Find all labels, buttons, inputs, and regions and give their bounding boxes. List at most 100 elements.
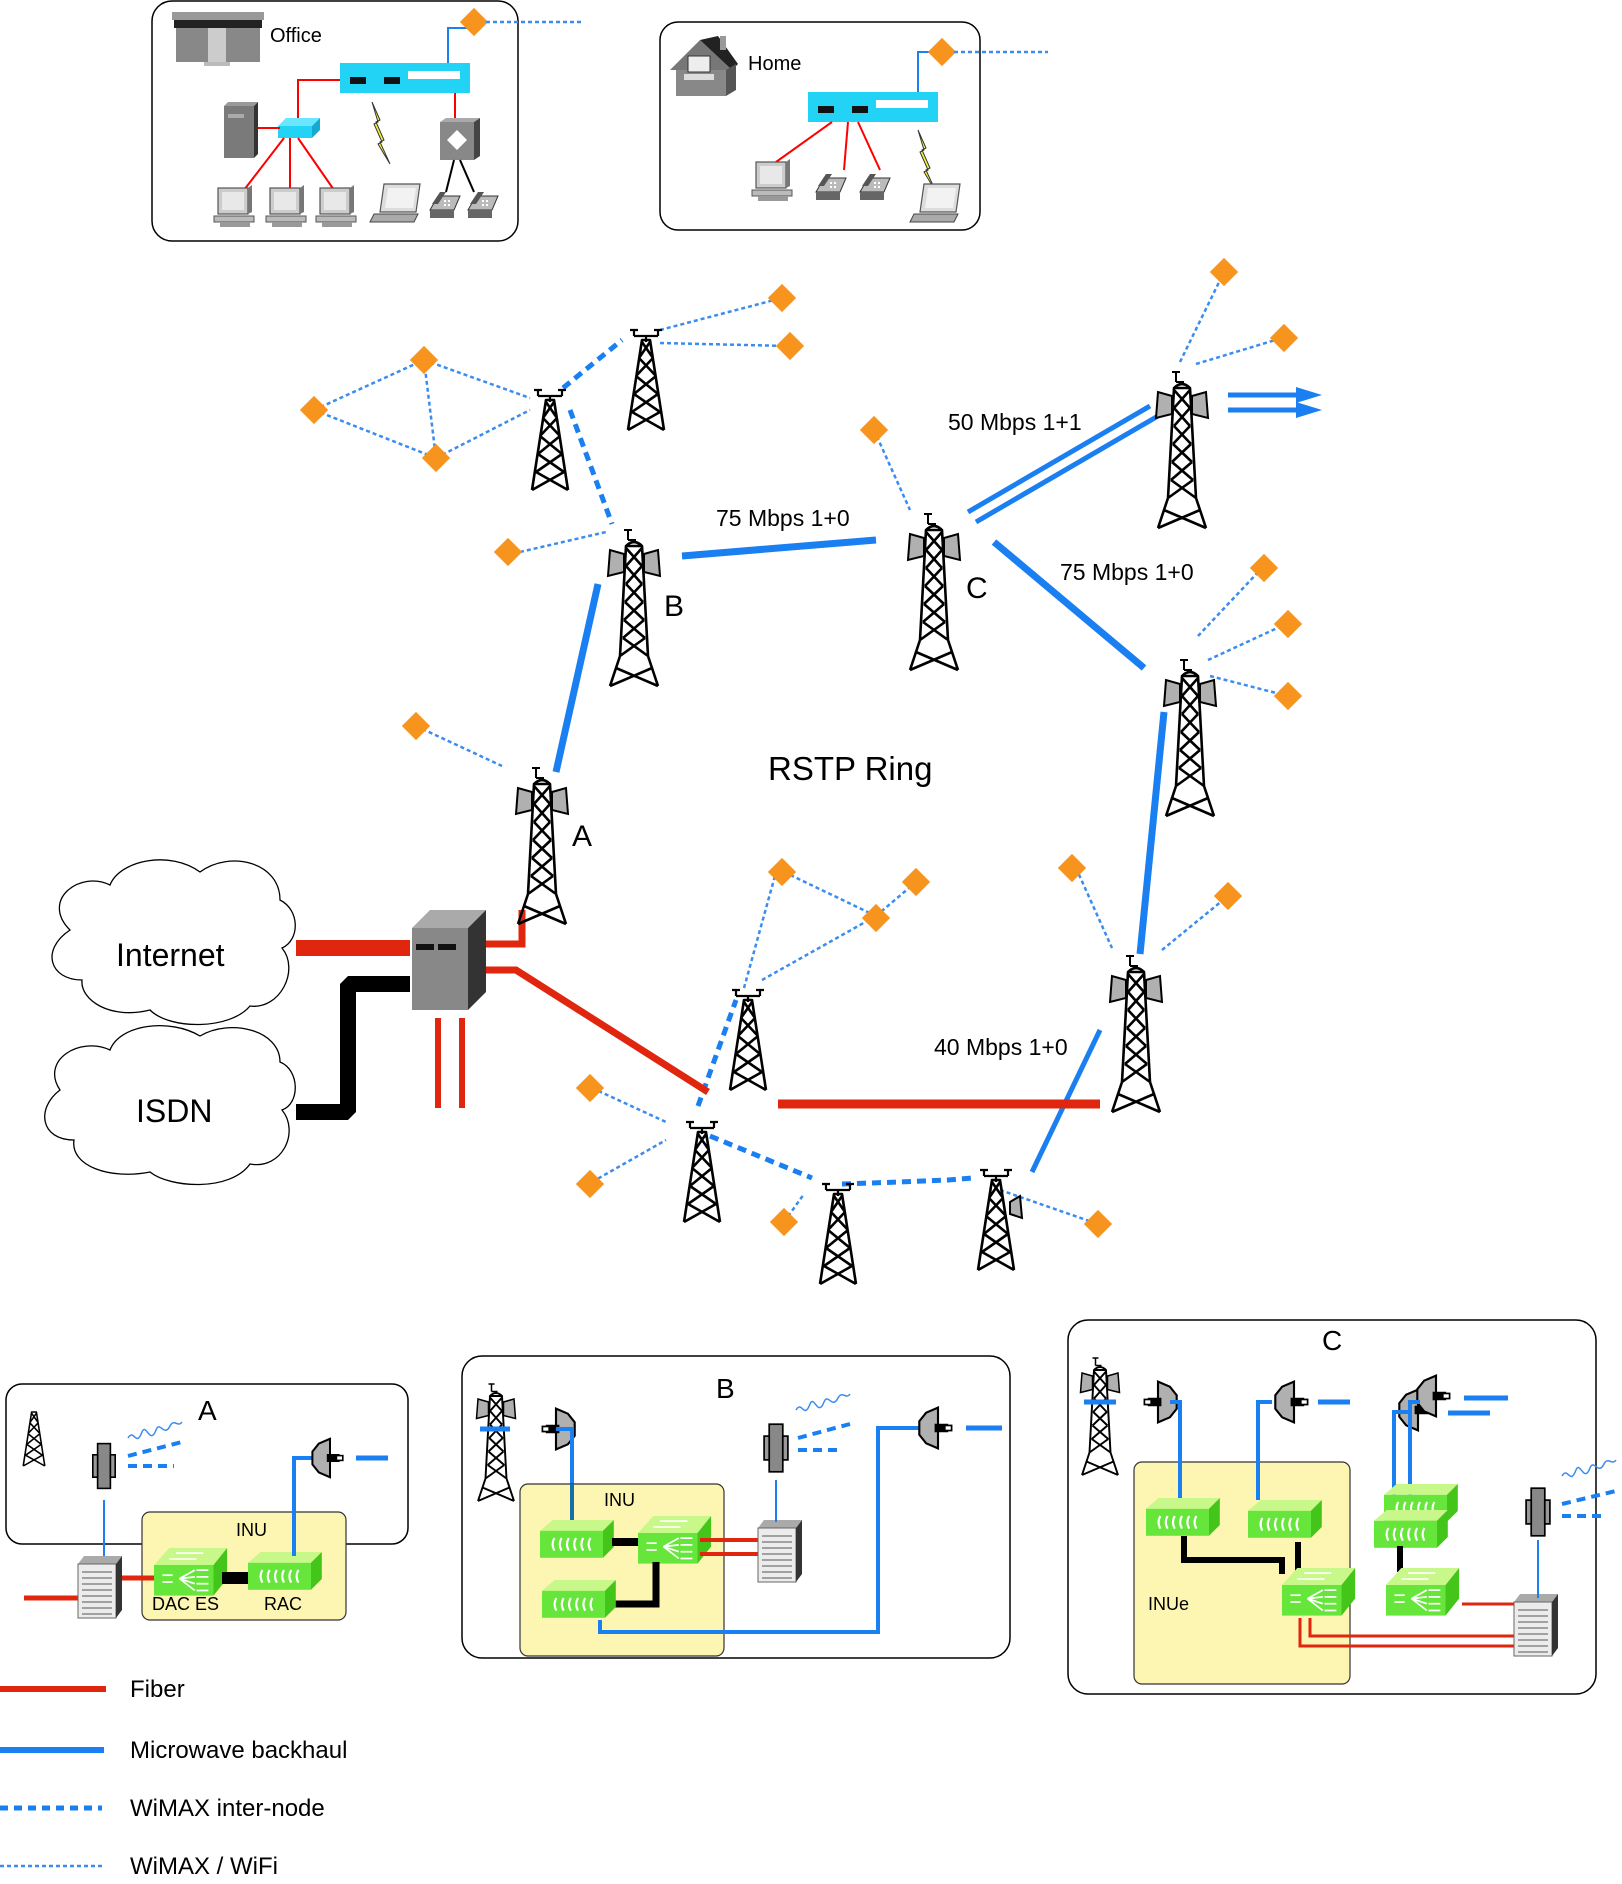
legend-item-wifi: WiMAX / WiFi [0, 1853, 278, 1880]
building-icon [172, 12, 264, 66]
link-c-east-label: 75 Mbps 1+0 [1060, 559, 1194, 585]
tower-c-icon [906, 512, 962, 672]
radio-unit-icon [540, 1578, 617, 1619]
cpe-icon [421, 443, 451, 473]
home-label: Home [748, 53, 801, 75]
cpe-icon [575, 1169, 605, 1199]
legend-label: WiMAX inter-node [130, 1795, 325, 1822]
tower-b-icon [606, 528, 662, 688]
panel-a-rac-label: RAC [264, 1594, 302, 1614]
cpe-icon [767, 857, 797, 887]
link-c-north-1 [966, 403, 1152, 515]
office-pc-icon [265, 184, 307, 228]
home-frame [659, 21, 981, 231]
radio-unit-icon [1144, 1496, 1221, 1537]
radio-unit-icon [1246, 1498, 1323, 1539]
panel-a-inu-label: INU [236, 1520, 267, 1540]
towers [514, 328, 1218, 1286]
tower-a-icon [514, 766, 570, 926]
server-icon [1513, 1593, 1559, 1657]
home-pc-icon [751, 158, 793, 202]
isdn-label: ISDN [136, 1093, 212, 1129]
legend-label: Fiber [130, 1676, 185, 1703]
tower-icon [530, 388, 570, 492]
switch-icon [1281, 1567, 1356, 1617]
server-icon [757, 1519, 803, 1583]
home-router-icon [808, 92, 938, 122]
panel-a-title: A [198, 1395, 217, 1426]
office-uplink [447, 27, 470, 63]
detail-panel-a: A INU DAC ES RAC [5, 1383, 409, 1621]
cpe-icon [409, 345, 439, 375]
cpe-icon [1273, 681, 1303, 711]
legend-label: Microwave backhaul [130, 1737, 347, 1764]
panel-c-inu-label: INUe [1148, 1594, 1189, 1614]
office-label: Office [270, 25, 322, 47]
dac-es-switch-icon [153, 1547, 228, 1597]
core-router-icon [412, 910, 486, 1010]
cpe-icon [1057, 853, 1087, 883]
tower-icon [626, 328, 666, 432]
cpe-icon [1209, 257, 1239, 287]
tower-icon [976, 1168, 1024, 1272]
legend: Fiber Microwave backhaul WiMAX inter-nod… [0, 1676, 347, 1880]
node-a-label: A [572, 820, 592, 853]
node-c-label: C [966, 572, 988, 605]
link-c-north-2 [974, 413, 1160, 525]
cpe-icon [1273, 609, 1303, 639]
cpe-icon [775, 331, 805, 361]
legend-label: WiMAX / WiFi [130, 1853, 278, 1880]
detail-panel-c: C INUe [1067, 1319, 1621, 1695]
link-a-b [552, 583, 602, 773]
radio-unit-icon [1372, 1508, 1449, 1549]
outbound-arrows [1228, 387, 1322, 418]
switch-icon [1385, 1567, 1460, 1617]
cpe-icon [769, 1207, 799, 1237]
tower-icon [818, 1182, 858, 1286]
microwave-links [552, 387, 1322, 1174]
isdn-cloud: ISDN [44, 1025, 296, 1186]
cpe-icon [861, 903, 891, 933]
legend-item-fiber: Fiber [0, 1676, 185, 1703]
panel-b-inu-label: INU [604, 1490, 635, 1510]
cpe-icon [493, 537, 523, 567]
panel-c-title: C [1322, 1325, 1342, 1356]
isdn-link [296, 976, 410, 1120]
cpe-icon [299, 395, 329, 425]
office-pc-icon [213, 184, 255, 228]
panel-b-title: B [716, 1373, 735, 1404]
link-c-east [991, 539, 1147, 671]
radio-unit-icon [538, 1518, 615, 1559]
tower-east-icon [1162, 658, 1218, 818]
office-site: Office [151, 0, 582, 242]
office-router-icon [340, 63, 470, 93]
office-pbx-icon [440, 118, 480, 160]
legend-item-microwave: Microwave backhaul [0, 1737, 347, 1764]
internet-cloud: Internet [51, 859, 296, 1026]
rac-radio-icon [246, 1550, 323, 1591]
cpe-icon [767, 283, 797, 313]
link-c-north-label: 50 Mbps 1+1 [948, 409, 1082, 435]
link-b-c-label: 75 Mbps 1+0 [716, 505, 850, 531]
link-south-label: 40 Mbps 1+0 [934, 1034, 1068, 1060]
house-icon [670, 36, 738, 96]
server-icon [77, 1555, 123, 1619]
office-switch-icon [278, 118, 320, 138]
cpe-icon [401, 711, 431, 741]
cpe-icon [575, 1073, 605, 1103]
cpe-icon [859, 415, 889, 445]
node-b-label: B [664, 590, 684, 623]
link-b-c [681, 536, 877, 560]
home-site: Home [659, 21, 1048, 231]
office-server-icon [224, 102, 258, 158]
cpe-icon [1269, 323, 1299, 353]
tower-north-icon [1154, 370, 1210, 530]
internet-label: Internet [116, 937, 225, 973]
panel-a-dac-label: DAC ES [152, 1594, 219, 1614]
link-east-south [1136, 711, 1168, 955]
detail-panel-b: B INU [461, 1355, 1011, 1659]
cpe-icon [1083, 1209, 1113, 1239]
ring-title: RSTP Ring [768, 750, 932, 787]
tower-southeast-icon [1108, 954, 1164, 1114]
legend-item-inter-node: WiMAX inter-node [0, 1795, 325, 1822]
